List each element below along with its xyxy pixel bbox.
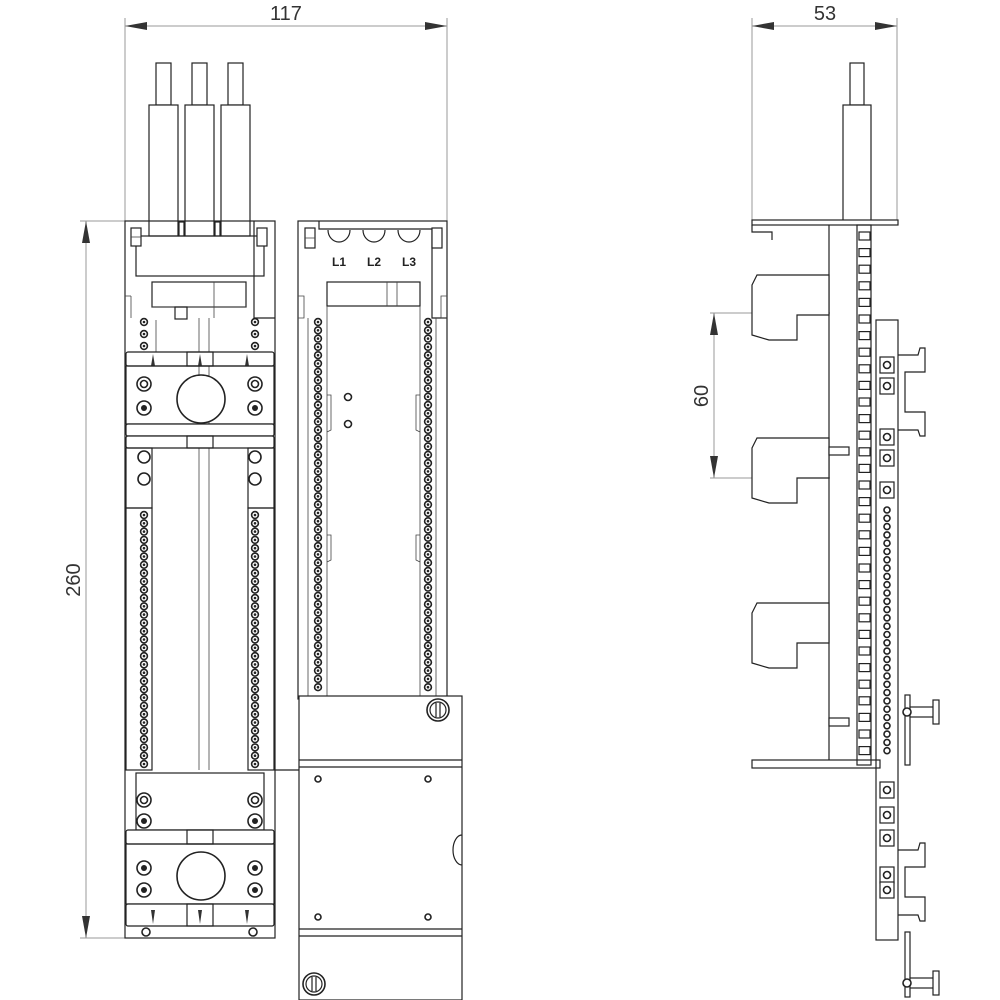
front-view-left-module: [124, 62, 276, 939]
fuse-holder-1: [751, 274, 830, 341]
dimension-label-depth: 53: [814, 3, 836, 25]
upper-clamp-block: [125, 351, 275, 449]
terminal-holes-front: [139, 317, 433, 769]
mounting-screw-upper: [902, 694, 940, 766]
lower-clamp-block: [125, 772, 275, 937]
dimension-depth-53: 53: [751, 3, 898, 222]
dimension-width-117: 117: [124, 3, 448, 228]
phase-label-l1: L1: [332, 255, 346, 269]
dimension-label-height: 260: [63, 563, 85, 596]
left-terminal-rail: [125, 447, 275, 771]
dimension-label-pitch: 60: [691, 385, 713, 407]
phase-label-l3: L3: [402, 255, 416, 269]
fuse-holder-3: [751, 602, 850, 727]
terminal-screws-side: [879, 356, 895, 899]
side-view: [751, 62, 940, 998]
front-view-cover: [275, 695, 463, 1000]
dimension-height-260: 260: [63, 220, 125, 939]
mounting-screw-lower: [902, 931, 940, 998]
cable-conductors: [148, 62, 251, 237]
front-view-right-module: L1 L2 L3: [297, 220, 448, 700]
dimension-label-width: 117: [270, 3, 302, 25]
fuse-holder-2: [751, 437, 850, 504]
phase-label-l2: L2: [367, 255, 381, 269]
comb-teeth: [858, 231, 871, 756]
